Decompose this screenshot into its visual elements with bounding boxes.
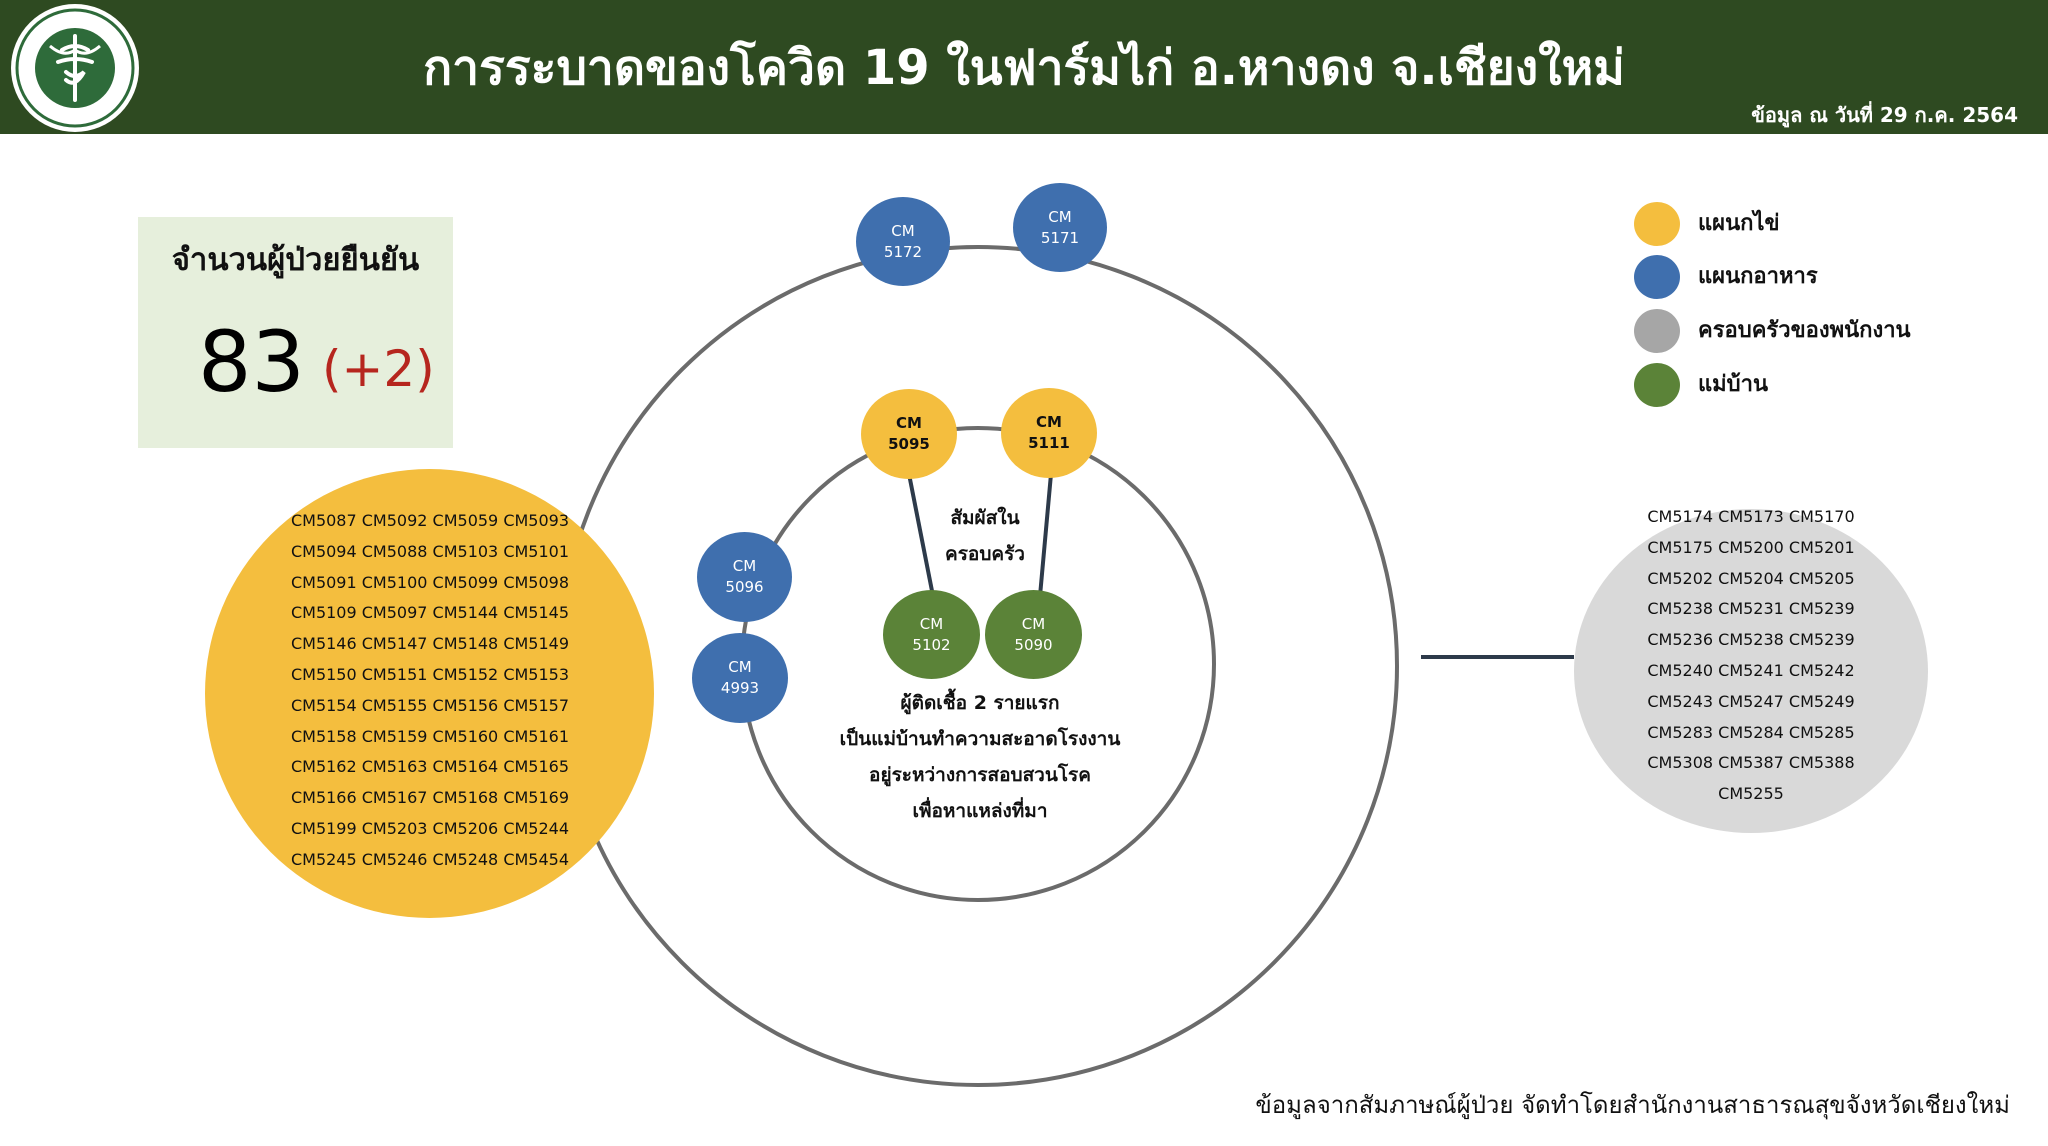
case-row: CM5109 CM5097 CM5144 CM5145: [290, 603, 570, 623]
case-row: CM5238 CM5231 CM5239: [1647, 599, 1855, 619]
case-row: CM5154 CM5155 CM5156 CM5157: [290, 695, 570, 715]
case-row: CM5255: [1718, 784, 1784, 804]
legend-swatch-green: [1634, 363, 1680, 407]
case-node-cm4993: CM 4993: [692, 633, 788, 723]
confirmed-count-value: 83: [198, 313, 305, 411]
confirmed-count-label: จำนวนผู้ป่วยยืนยัน: [171, 242, 420, 278]
outer-ring: [557, 245, 1399, 1087]
case-row: CM5308 CM5387 CM5388: [1647, 753, 1855, 773]
employee-family-case-list: CM5174 CM5173 CM5170 CM5175 CM5200 CM520…: [1594, 502, 1908, 810]
legend-swatch-blue: [1634, 255, 1680, 299]
case-node-cm5171: CM 5171: [1013, 183, 1107, 272]
case-node-cm5172: CM 5172: [856, 197, 950, 286]
case-row: CM5202 CM5204 CM5205: [1647, 568, 1855, 588]
inner-ring: [740, 426, 1216, 902]
legend-item-housekeeper: แม่บ้าน: [1634, 361, 1934, 409]
case-row: CM5199 CM5203 CM5206 CM5244: [290, 818, 570, 838]
legend-item-egg-department: แผนกไข่: [1634, 200, 1934, 248]
case-row: CM5158 CM5159 CM5160 CM5161: [290, 726, 570, 746]
case-row: CM5162 CM5163 CM5164 CM5165: [290, 757, 570, 777]
case-node-cm5102: CM 5102: [883, 590, 980, 679]
first-cases-annotation: ผู้ติดเชื้อ 2 รายแรก เป็นแม่บ้านทำความสะ…: [839, 692, 1121, 822]
confirmed-count-delta: (+2): [322, 340, 435, 398]
case-row: CM5245 CM5246 CM5248 CM5454: [290, 849, 570, 869]
case-node-cm5096: CM 5096: [697, 532, 792, 622]
case-node-cm5111: CM 5111: [1001, 388, 1097, 478]
connector-5111-5090: [1038, 473, 1053, 597]
data-date: ข้อมูล ณ วันที่ 29 ก.ค. 2564: [1751, 103, 2018, 127]
page-title: การระบาดของโควิด 19 ในฟาร์มไก่ อ.หางดง จ…: [423, 40, 1625, 96]
legend-swatch-yellow: [1634, 202, 1680, 246]
case-node-cm5090: CM 5090: [985, 590, 1082, 679]
egg-department-cluster: [205, 469, 654, 918]
case-row: CM5243 CM5247 CM5249: [1647, 691, 1855, 711]
legend-item-food-department: แผนกอาหาร: [1634, 253, 1934, 301]
case-row: CM5175 CM5200 CM5201: [1647, 537, 1855, 557]
case-row: CM5091 CM5100 CM5099 CM5098: [290, 572, 570, 592]
case-row: CM5087 CM5092 CM5059 CM5093: [290, 511, 570, 530]
header-bar: การระบาดของโควิด 19 ในฟาร์มไก่ อ.หางดง จ…: [0, 0, 2048, 134]
case-row: CM5146 CM5147 CM5148 CM5149: [290, 634, 570, 654]
case-node-cm5095: CM 5095: [861, 389, 957, 479]
legend-swatch-gray: [1634, 309, 1680, 353]
case-row: CM5166 CM5167 CM5168 CM5169: [290, 788, 570, 808]
case-row: CM5236 CM5238 CM5239: [1647, 630, 1855, 650]
legend-item-employee-family: ครอบครัวของพนักงาน: [1634, 307, 1934, 355]
connector-5095-5102: [907, 473, 935, 597]
case-row: CM5094 CM5088 CM5103 CM5101: [290, 541, 570, 561]
confirmed-count-box: จำนวนผู้ป่วยยืนยัน 83 (+2): [138, 217, 453, 448]
data-source-note: ข้อมูลจากสัมภาษณ์ผู้ป่วย จัดทำโดยสำนักงา…: [1255, 1091, 2010, 1119]
case-row: CM5174 CM5173 CM5170: [1647, 507, 1855, 526]
case-row: CM5283 CM5284 CM5285: [1647, 722, 1855, 742]
case-row: CM5240 CM5241 CM5242: [1647, 660, 1855, 680]
case-row: CM5150 CM5151 CM5152 CM5153: [290, 664, 570, 684]
employee-family-cluster: [1574, 509, 1928, 833]
ministry-logo-icon: [11, 4, 139, 132]
egg-department-case-list: CM5087 CM5092 CM5059 CM5093 CM5094 CM508…: [240, 506, 620, 876]
family-contact-annotation: สัมผัสใน ครอบครัว: [945, 507, 1025, 565]
